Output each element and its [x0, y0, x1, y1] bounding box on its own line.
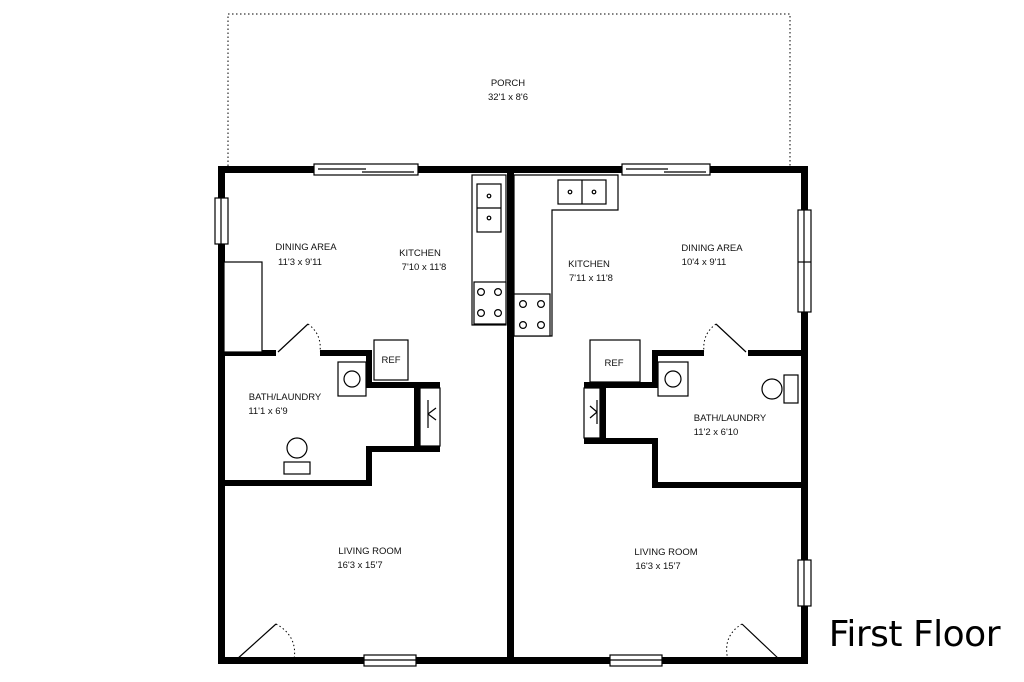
- right-dining-label: DINING AREA: [681, 243, 743, 254]
- left-kitchen-label: KITCHEN: [399, 248, 441, 259]
- stove-icon: [513, 293, 551, 337]
- right-kitchen-size: 7'11 x 11'8: [569, 273, 613, 284]
- door-swings: [235, 323, 781, 661]
- left-dining-size: 11'3 x 9'11: [278, 257, 322, 268]
- porch-label: PORCH: [491, 78, 525, 89]
- right-unit-fixtures: [513, 174, 799, 439]
- right-dining-size: 10'4 x 9'11: [682, 257, 727, 268]
- windows: [214, 163, 812, 667]
- toilet-icon: [761, 378, 783, 400]
- toilet-icon: [286, 437, 308, 459]
- refrigerator-icon: [589, 339, 641, 383]
- refrigerator-icon: [373, 339, 409, 381]
- left-ref-label: REF: [382, 355, 401, 366]
- right-unit-walls: [584, 350, 804, 488]
- left-kitchen-size: 7'10 x 11'8: [402, 262, 447, 273]
- left-unit-walls: [222, 350, 440, 486]
- left-living-label: LIVING ROOM: [338, 546, 401, 557]
- left-bath-size: 11'1 x 6'9: [248, 406, 287, 417]
- porch-outline: [227, 13, 791, 166]
- right-bath-label: BATH/LAUNDRY: [694, 413, 767, 424]
- left-living-size: 16'3 x 15'7: [337, 560, 382, 571]
- right-ref-label: REF: [605, 358, 624, 369]
- stove-icon: [473, 281, 507, 325]
- right-kitchen-label: KITCHEN: [568, 259, 610, 270]
- right-bath-size: 11'2 x 6'10: [694, 427, 739, 438]
- right-living-size: 16'3 x 15'7: [635, 561, 680, 572]
- floor-title: First Floor: [829, 614, 1001, 655]
- left-bath-label: BATH/LAUNDRY: [249, 392, 322, 403]
- porch-size: 32'1 x 8'6: [488, 92, 528, 103]
- left-unit-fixtures: [223, 174, 507, 475]
- exterior-walls: [218, 166, 808, 664]
- right-living-label: LIVING ROOM: [634, 547, 697, 558]
- left-dining-label: DINING AREA: [275, 242, 337, 253]
